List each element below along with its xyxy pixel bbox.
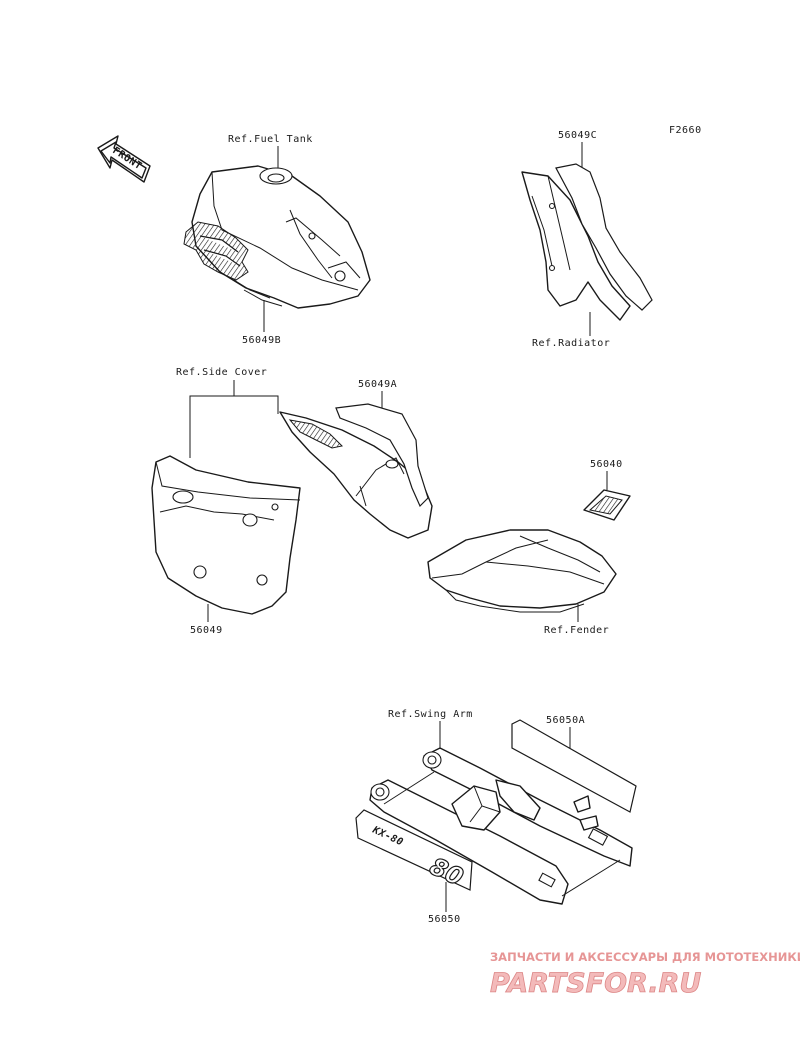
label-ref-side-cover: Ref.Side Cover [176,367,267,378]
rear-fender-illustration [427,529,617,613]
label-56049c: 56049C [558,130,597,141]
decal-56040-illustration [583,489,631,521]
label-56050a: 56050A [546,715,585,726]
label-56049a: 56049A [358,379,397,390]
label-56049b: 56049B [242,335,281,346]
tank-decal-56049b [183,221,249,281]
label-ref-fuel-tank: Ref.Fuel Tank [228,134,313,145]
label-56040: 56040 [590,459,623,470]
figure-code: F2660 [669,125,702,136]
right-side-cover-illustration [279,403,433,539]
watermark-tagline: ЗАПЧАСТИ И АКСЕССУАРЫ ДЛЯ МОТОТЕХНИКИ [490,950,800,964]
watermark: ЗАПЧАСТИ И АКСЕССУАРЫ ДЛЯ МОТОТЕХНИКИ PA… [490,950,800,999]
radiator-shroud-illustration [521,163,653,321]
left-side-cover-illustration [151,455,301,615]
label-ref-fender: Ref.Fender [544,625,609,636]
label-56050: 56050 [428,914,461,925]
label-ref-radiator: Ref.Radiator [532,338,610,349]
decal-56050a-illustration [511,719,637,813]
watermark-logo: PARTSFOR.RU [490,968,701,999]
swing-arm-illustration [369,747,633,905]
label-56049: 56049 [190,625,223,636]
label-ref-swing-arm: Ref.Swing Arm [388,709,473,720]
front-arrow-icon: FRONT [97,135,151,183]
